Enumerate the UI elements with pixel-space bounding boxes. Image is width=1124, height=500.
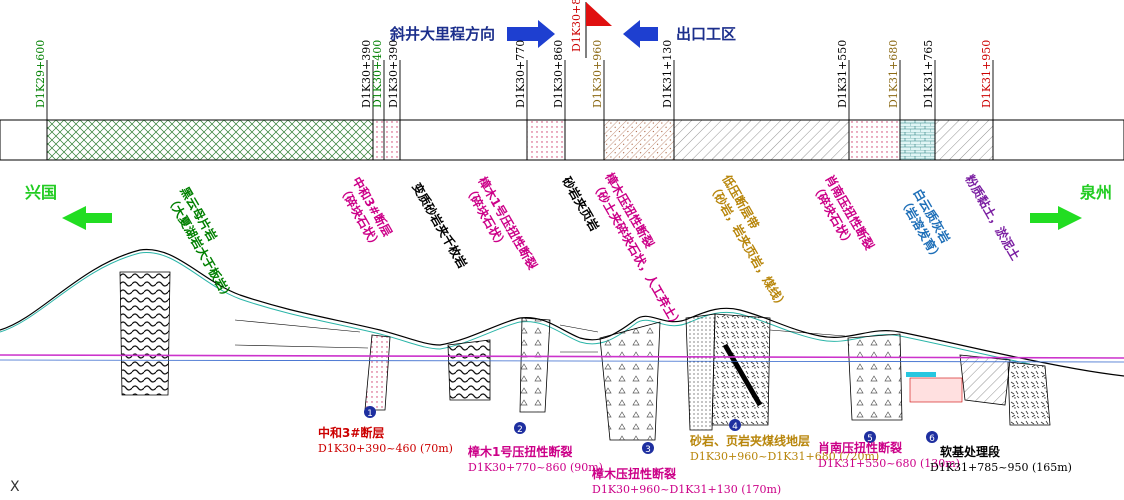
- section-annotations: 1 中和3#断层 D1K30+390~460 (70m) 2 樟木1号压扭性断裂 D1K3…: [318, 406, 1072, 496]
- annotation-title: 樟木1号压扭性断裂: [468, 444, 572, 459]
- geology-labels: 黑云母片岩（大夏湖岩大于板岩） 中和3#断层（碎块石状）变质砂岩夹千枚岩樟木1号压…: [164, 170, 1024, 331]
- annotation-range: D1K30+770~860 (90m): [468, 461, 603, 474]
- segment-fill: [526, 119, 566, 161]
- annotation-title: 樟木压扭性断裂: [592, 466, 676, 481]
- segment-fill: [899, 119, 936, 161]
- station-label: D1K31+680: [887, 40, 900, 108]
- station-label: D1K31+130: [661, 40, 674, 108]
- annotation-title: 肖南压扭性断裂: [818, 440, 902, 455]
- annotation-range: D1K31+550~680 (130m): [818, 457, 960, 470]
- annotation-marker-icon: [642, 442, 654, 454]
- segment-fill: [673, 119, 850, 161]
- annotation-range: D1K31+785~950 (165m): [930, 461, 1072, 474]
- arrow-right-icon: [1030, 206, 1082, 230]
- strata-fill: [119, 271, 171, 396]
- station-label: D1K30+770: [514, 40, 527, 108]
- station-label: D1K31+950: [980, 40, 993, 108]
- annotation-title: 砂岩、页岩夹煤线地层: [689, 433, 810, 448]
- geology-label: 中和3#断层（碎块石状）: [336, 174, 399, 252]
- geological-section: [0, 248, 1124, 441]
- contact-line: [234, 319, 846, 353]
- station-label: D1K30+390: [387, 40, 400, 108]
- fault-zone: [599, 321, 661, 441]
- soft-ground-zone: [906, 372, 936, 377]
- left-end-label: 兴国: [25, 183, 57, 202]
- ground-surface-line: [0, 252, 1031, 365]
- annotation-number: 5: [867, 434, 873, 444]
- station-label: D1K29+600: [34, 40, 47, 108]
- annotation-number: 4: [732, 422, 738, 432]
- segment-fill: [372, 119, 401, 161]
- tunnel-alignment-line: [0, 354, 1124, 359]
- direction-banner: 斜井大里程方向 出口工区 D1K30+870: [389, 0, 736, 58]
- strata-fill: [1007, 361, 1051, 426]
- geology-label: 樟木压扭性断裂（砂土夹碎块石状，人工弃土）: [589, 170, 700, 331]
- geology-label: 黑云母片岩（大夏湖岩大于板岩）: [164, 184, 251, 303]
- annotation-marker-icon: [514, 422, 526, 434]
- geology-label: 白云质灰岩（岩溶发育）: [897, 186, 960, 264]
- geology-label: 樟木1号压扭性断裂（碎块石状）: [462, 174, 541, 280]
- annotation-marker-icon: [364, 406, 376, 418]
- geology-label: 变质砂岩夹千枚岩: [409, 180, 470, 271]
- fault-zone: [364, 334, 391, 411]
- geology-label: 粉质黏土，淤泥土: [962, 172, 1023, 263]
- strata-fill: [447, 339, 491, 401]
- end-markers: 兴国 泉州: [25, 183, 1112, 230]
- strata-fill: [959, 354, 1011, 406]
- arrow-left-icon: [62, 206, 112, 230]
- annotation-range: D1K30+960~D1K31+130 (170m): [592, 483, 781, 496]
- annotation-marker-icon: [729, 419, 741, 431]
- flag-icon: [586, 2, 612, 26]
- annotation-range: D1K30+960~D1K31+680 (720m): [690, 450, 879, 463]
- fault-zone: [519, 317, 551, 413]
- annotation-number: 6: [929, 434, 935, 444]
- station-label: D1K30+400: [371, 40, 384, 108]
- annotation-title: 软基处理段: [940, 444, 1001, 459]
- station-label: D1K30+860: [552, 40, 565, 108]
- segment-fill: [603, 119, 675, 161]
- fault-line: [722, 343, 763, 407]
- segment-fill: [934, 119, 994, 161]
- station-label: D1K31+550: [836, 40, 849, 108]
- annotation-range: D1K30+390~460 (70m): [318, 442, 453, 455]
- annotation-number: 2: [517, 425, 523, 435]
- fault-zone: [847, 333, 903, 421]
- left-direction-text: 斜井大里程方向: [389, 25, 495, 43]
- right-direction-text: 出口工区: [676, 25, 736, 43]
- flag-station-label: D1K30+870: [570, 0, 583, 52]
- corner-mark: X: [10, 479, 20, 495]
- annotation-marker-icon: [864, 431, 876, 443]
- annotation-number: 3: [645, 445, 651, 455]
- station-label: D1K30+390: [360, 40, 373, 108]
- segment-fill: [848, 119, 901, 161]
- geology-label: 肖南压扭性断裂（碎块石状）: [809, 172, 878, 260]
- station-label: D1K30+960: [591, 40, 604, 108]
- annotation-marker-icon: [926, 431, 938, 443]
- station-label: D1K31+765: [922, 40, 935, 108]
- geology-label: 低压断层带（砂岩，岩夹页岩，煤线）: [705, 171, 804, 312]
- strata-fill: [685, 313, 716, 431]
- annotation-title: 中和3#断层: [318, 425, 384, 440]
- soft-ground-zone: [909, 377, 963, 403]
- arrow-left-icon: [623, 20, 658, 48]
- annotation-number: 1: [367, 409, 373, 419]
- right-end-label: 泉州: [1080, 183, 1112, 202]
- segment-fill: [46, 119, 374, 161]
- tunnel-alignment-line: [0, 359, 1124, 363]
- arrow-right-icon: [507, 20, 555, 48]
- ground-surface-line: [0, 248, 1124, 377]
